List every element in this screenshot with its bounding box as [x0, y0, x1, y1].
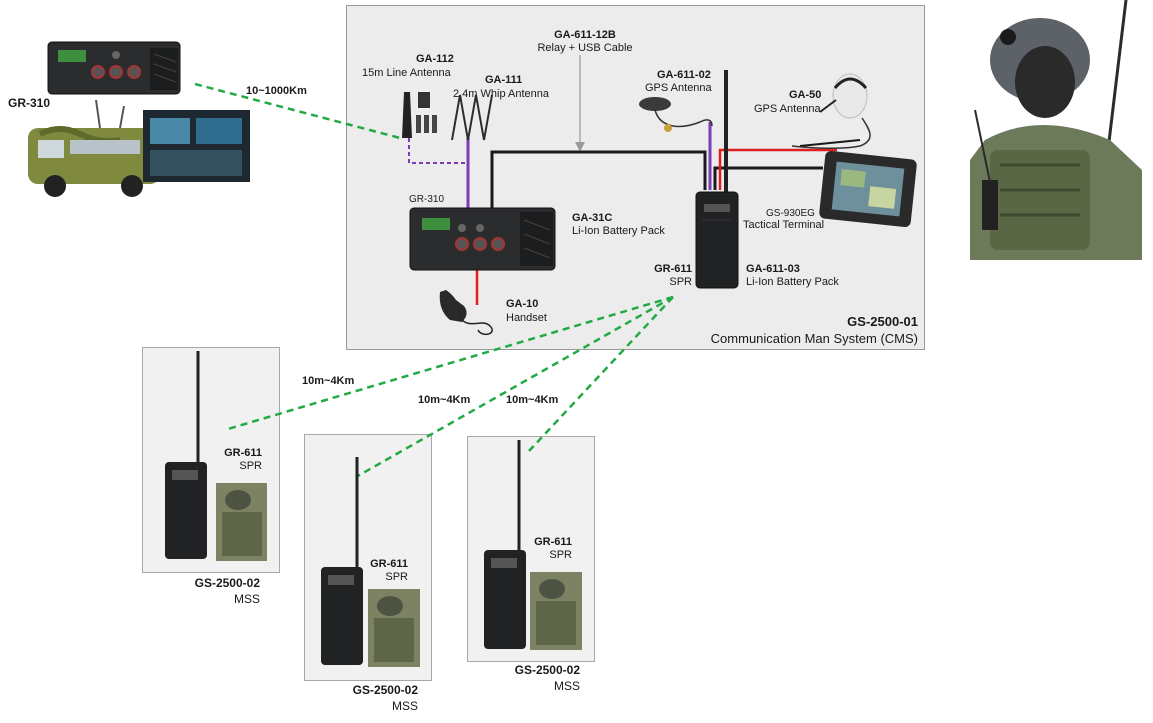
mss-2-system-name: MSS	[391, 699, 418, 713]
gps-antenna-ga50-headset-icon	[791, 73, 871, 150]
mss-radio-3-icon	[484, 440, 526, 649]
vehicle-radio-gr310-icon	[47, 41, 181, 95]
battery-611-name: Li-Ion Battery Pack	[746, 276, 839, 288]
mss-3-system-code: GS-2500-02	[514, 663, 580, 677]
radio-gr310-icon	[409, 207, 556, 271]
line-antenna-ga112-icon	[402, 92, 437, 138]
mss-3-radio-name: SPR	[549, 549, 572, 561]
mss-link-1	[227, 295, 674, 431]
relay-cable-name: Relay + USB Cable	[537, 42, 633, 54]
handset-code: GA-10	[506, 298, 539, 310]
mss-3-radio-code: GR-611	[534, 536, 572, 548]
soldier-figure-icon	[970, 0, 1142, 260]
cms-radio-310-code: GR-310	[409, 194, 445, 205]
whip-antenna-name: 2.4m Whip Antenna	[453, 88, 550, 100]
gps-antenna-1-code: GA-611-02	[657, 69, 711, 81]
mss-radio-1-icon	[165, 351, 207, 559]
vehicle-radio-code: GR-310	[8, 96, 51, 110]
whip-antenna-code: GA-111	[485, 74, 523, 86]
mss-photo-2-icon	[368, 589, 420, 667]
battery-611-code: GA-611-03	[746, 263, 800, 275]
mss-photo-3-icon	[530, 572, 582, 650]
gps-antenna-2-name: GPS Antenna	[754, 103, 821, 115]
mss-link-3	[528, 296, 674, 452]
mss-radio-2-icon	[321, 457, 363, 665]
gps-antenna-1-name: GPS Antenna	[645, 82, 712, 94]
mss-1-system-code: GS-2500-02	[194, 576, 260, 590]
gps-antenna-2-code: GA-50	[789, 89, 822, 101]
mss-link-1-label: 10m~4Km	[302, 375, 355, 387]
long-range-link-label: 10~1000Km	[246, 85, 307, 97]
mss-link-3-label: 10m~4Km	[506, 394, 559, 406]
mss-link-2	[355, 295, 674, 479]
cms-system-name: Communication Man System (CMS)	[710, 331, 918, 346]
line-antenna-name: 15m Line Antenna	[362, 67, 451, 79]
command-room-screens-icon	[143, 110, 250, 182]
mss-1-radio-code: GR-611	[224, 447, 262, 459]
cms-radio-611-code: GR-611	[654, 263, 692, 275]
mss-1-system-name: MSS	[233, 592, 260, 606]
handset-ga10-icon	[439, 290, 493, 336]
gps-antenna-ga61102-icon	[639, 97, 713, 132]
mss-2-radio-code: GR-611	[370, 558, 408, 570]
terminal-code: GS-930EG	[766, 208, 815, 219]
tactical-terminal-gs930eg-icon	[819, 150, 917, 228]
terminal-name: Tactical Terminal	[743, 219, 825, 231]
radio-gr611-icon	[695, 70, 739, 289]
whip-antenna-ga111-icon	[451, 94, 493, 141]
relay-cable-code: GA-611-12B	[554, 29, 616, 41]
handset-name: Handset	[506, 312, 547, 324]
battery-31c-name: Li-Ion Battery Pack	[572, 225, 665, 237]
mss-1-radio-name: SPR	[239, 460, 262, 472]
mss-3-system-name: MSS	[553, 679, 580, 693]
cms-system-code: GS-2500-01	[847, 314, 918, 329]
line-antenna-code: GA-112	[416, 53, 454, 65]
mss-photo-1-icon	[216, 483, 267, 561]
cms-cables	[408, 55, 861, 305]
mss-link-2-label: 10m~4Km	[418, 394, 471, 406]
mss-2-system-code: GS-2500-02	[352, 683, 418, 697]
mss-2-radio-name: SPR	[385, 571, 408, 583]
command-vehicle-icon	[28, 99, 160, 197]
battery-31c-code: GA-31C	[572, 212, 613, 224]
cms-radio-611-name: SPR	[669, 276, 692, 288]
